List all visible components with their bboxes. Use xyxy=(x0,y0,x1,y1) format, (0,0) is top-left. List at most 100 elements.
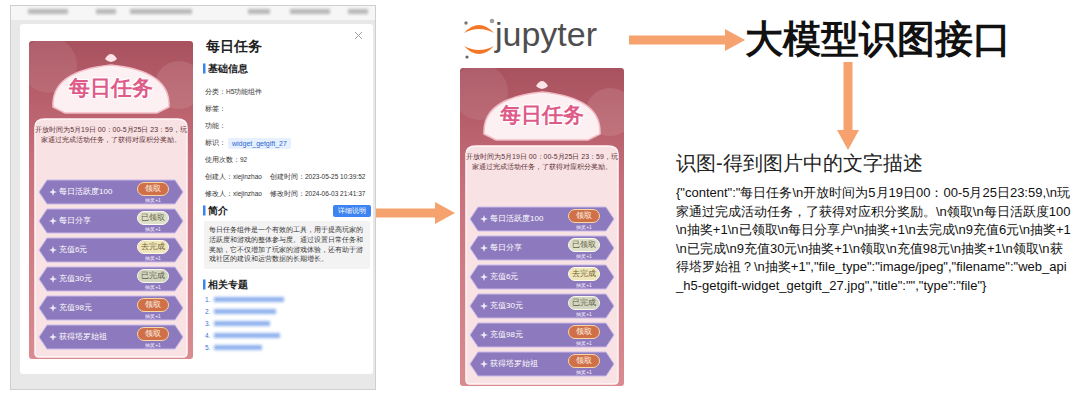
field-text: 修改时间：2024-06-03 21:41:37 xyxy=(270,189,365,198)
reward-note: 抽奖+1 xyxy=(568,224,600,230)
task-button: 已完成 xyxy=(568,296,600,310)
screenshot-frame: 每日任务每日任务开放时间为5月19日 00：00-5月25日 23：59，玩家通… xyxy=(10,5,376,390)
blurred-bar xyxy=(248,9,270,14)
task-button: 去完成 xyxy=(137,240,169,254)
game-poster: 每日任务开放时间为5月19日 00：00-5月25日 23：59，玩家通过完成活… xyxy=(29,41,193,359)
reward-note: 抽奖+1 xyxy=(137,197,169,203)
row-hexagon xyxy=(39,267,183,291)
logo-dot xyxy=(465,55,468,58)
inner-card xyxy=(35,119,187,357)
logo-arc xyxy=(464,25,494,33)
blurred-bar xyxy=(214,321,270,326)
game-poster: 每日任务开放时间为5月19日 00：00-5月25日 23：59，玩家通过完成活… xyxy=(460,68,624,386)
flow-arrow xyxy=(844,62,853,130)
star-icon xyxy=(480,244,488,252)
list-number: 3. xyxy=(205,320,210,328)
task-name: 充值98元 xyxy=(490,323,564,347)
poster-desc: 开放时间为5月19日 00：00-5月25日 23：59，玩家通过完成活动任务，… xyxy=(34,125,188,144)
blurred-tabs xyxy=(28,9,368,14)
task-row: 每日活跃度100 领取抽奖+1 xyxy=(39,180,183,204)
blurred-bar xyxy=(214,333,280,338)
star-icon xyxy=(480,215,488,223)
list-number: 2. xyxy=(205,308,210,316)
result-json: {"content":"每日任务\n开放时间为5月19日00：00-5月25日2… xyxy=(676,184,1072,296)
task-row: 充值6元去完成抽奖+1 xyxy=(470,265,614,289)
task-name: 每日分享 xyxy=(490,236,564,260)
blurred-bar xyxy=(214,297,284,302)
logo-dot xyxy=(464,21,467,24)
blurred-links xyxy=(214,297,284,350)
section-title: 简介 xyxy=(208,204,228,217)
star-icon xyxy=(49,188,57,196)
list-number: 5. xyxy=(205,344,210,352)
star-icon xyxy=(480,360,488,368)
task-name: 充值98元 xyxy=(59,296,133,320)
task-name: 每日分享 xyxy=(59,209,133,233)
reward-note: 抽奖+1 xyxy=(137,342,169,348)
task-row: 每日活跃度100领取抽奖+1 xyxy=(470,207,614,231)
section-bar xyxy=(203,64,206,74)
modal-panel xyxy=(20,24,373,374)
ornament xyxy=(536,81,548,89)
result-block: 识图-得到图片中的文字描述 {"content":"每日任务\n开放时间为5月19… xyxy=(676,150,1072,296)
logo-arc xyxy=(464,46,494,54)
field-text: 标识： xyxy=(205,138,226,147)
task-button: 领取 xyxy=(137,182,169,196)
task-name: 每日活跃度100 xyxy=(59,180,133,204)
star-icon xyxy=(49,275,57,283)
screenshot-ground xyxy=(10,5,376,390)
blurred-bar xyxy=(290,9,330,14)
blurred-bar xyxy=(28,9,68,14)
task-button: 领取 xyxy=(568,209,600,223)
jupyter-block: jupyter每日任务开放时间为5月19日 00：00-5月25日 23：59，… xyxy=(455,18,629,390)
intro-box: 每日任务组件是一个有效的工具，用于提高玩家的活跃度和游戏的整体参与度。通过设置日… xyxy=(204,221,370,269)
blurred-bar xyxy=(130,9,192,14)
intro-text: 每日任务组件是一个有效的工具，用于提高玩家的活跃度和游戏的整体参与度。通过设置日… xyxy=(209,225,365,264)
blurred-bar xyxy=(214,345,262,350)
task-button: 领取 xyxy=(568,325,600,339)
star-icon xyxy=(480,331,488,339)
row-hexagon xyxy=(470,265,614,289)
field-text: 创建人：xiejinzhao xyxy=(205,172,262,181)
jupyter-text: jupyter xyxy=(495,14,597,54)
task-name: 充值30元 xyxy=(59,267,133,291)
task-name: 充值6元 xyxy=(59,238,133,262)
poster-title: 每日任务 xyxy=(29,75,193,101)
button-text: 详细说明 xyxy=(333,205,371,217)
task-button: 领取 xyxy=(137,298,169,312)
modal-title: 每日任务 xyxy=(206,37,262,55)
task-button: 已完成 xyxy=(137,269,169,283)
blurred-bar xyxy=(214,309,276,314)
flow-arrow xyxy=(376,209,435,218)
task-name: 充值30元 xyxy=(490,294,564,318)
section-title: 相关专题 xyxy=(208,278,248,291)
section-bar xyxy=(203,206,206,216)
task-name: 获得塔罗始祖 xyxy=(59,325,133,349)
star-icon xyxy=(49,246,57,254)
result-heading: 识图-得到图片中的文字描述 xyxy=(676,150,1072,176)
star-icon xyxy=(49,217,57,225)
field-text: 分类：H5功能组件 xyxy=(205,87,262,96)
star-icon xyxy=(49,333,57,341)
reward-note: 抽奖+1 xyxy=(568,340,600,346)
task-button: 领取 xyxy=(568,354,600,368)
task-row: 充值98元领取抽奖+1 xyxy=(39,296,183,320)
field-text: 功能： xyxy=(205,121,226,130)
task-button: 已领取 xyxy=(137,211,169,225)
list-number: 4. xyxy=(205,332,210,340)
reward-note: 抽奖+1 xyxy=(137,226,169,232)
field-text: 修改人：xiejinzhao xyxy=(205,189,262,198)
section-bar xyxy=(203,280,206,290)
row-hexagon xyxy=(470,352,614,376)
row-hexagon xyxy=(39,325,183,349)
api-title-text: 大模型识图接口 xyxy=(745,16,1011,62)
inner-card xyxy=(466,146,618,384)
api-title: 大模型识图接口 xyxy=(745,16,1011,62)
reward-note: 抽奖+1 xyxy=(137,313,169,319)
task-name: 获得塔罗始祖 xyxy=(490,352,564,376)
star-icon xyxy=(480,273,488,281)
task-row: 获得塔罗始祖领取抽奖+1 xyxy=(39,325,183,349)
row-hexagon xyxy=(470,236,614,260)
flow-arrow xyxy=(629,36,725,45)
task-row: 充值30元已完成抽奖+1 xyxy=(470,294,614,318)
